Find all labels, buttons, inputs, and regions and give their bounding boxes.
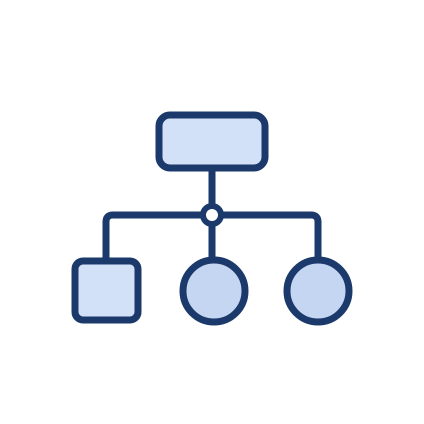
edge-junction-left — [102, 211, 207, 265]
child-left-node — [71, 257, 142, 324]
junction-node — [200, 203, 224, 227]
child-middle-node — [179, 256, 249, 326]
root-node — [155, 111, 269, 172]
edge-junction-right — [217, 211, 322, 265]
child-right-node — [283, 256, 353, 326]
